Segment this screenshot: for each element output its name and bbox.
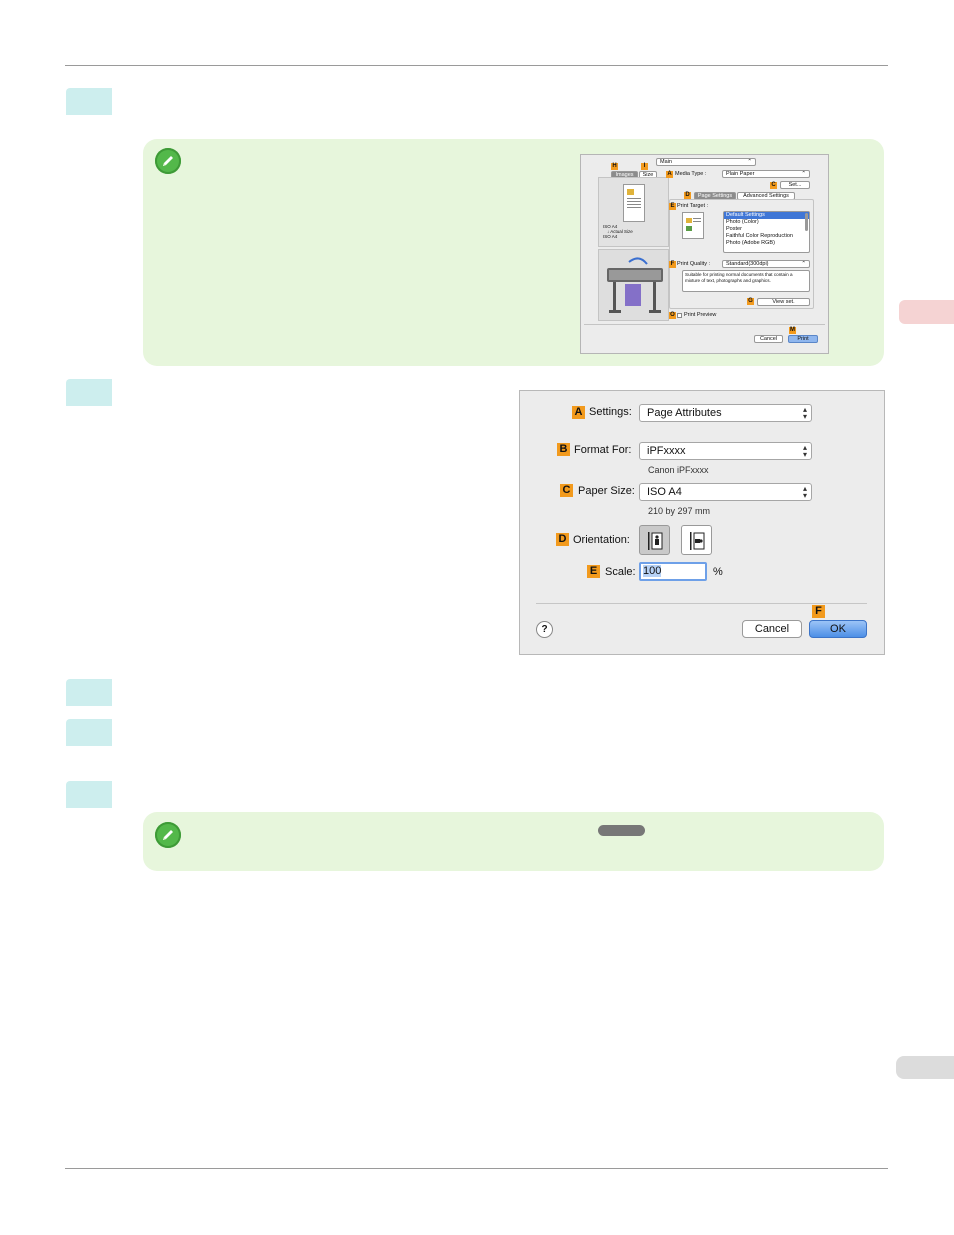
pencil-icon xyxy=(155,822,181,848)
print-target-icon xyxy=(682,212,704,239)
tag-i: I xyxy=(641,163,648,170)
portrait-icon xyxy=(648,532,663,550)
view-set-button[interactable]: View set. xyxy=(757,298,810,306)
step-marker xyxy=(66,719,112,746)
format-for-sub: Canon iPFxxxx xyxy=(648,465,709,475)
tag-h: H xyxy=(611,163,618,170)
tag-a: A xyxy=(572,406,585,419)
list-scrollbar[interactable] xyxy=(805,213,808,231)
key-label xyxy=(598,825,645,836)
print-preview-label: Print Preview xyxy=(684,312,717,318)
print-target-item[interactable]: Faithful Color Reproduction xyxy=(726,233,793,239)
landscape-button[interactable] xyxy=(681,525,712,555)
format-for-select[interactable]: iPFxxxx▴▾ xyxy=(639,442,812,460)
tag-c: C xyxy=(560,484,573,497)
print-target-item[interactable]: Photo (Adobe RGB) xyxy=(726,240,775,246)
tag-g: G xyxy=(747,298,754,305)
ok-button[interactable]: OK xyxy=(809,620,867,638)
set-button[interactable]: Set... xyxy=(780,181,810,189)
paper-info-3: ISO A4 xyxy=(603,234,618,239)
paper-info-2: ↓ Actual Size xyxy=(607,229,633,234)
orientation-label: Orientation: xyxy=(573,534,630,546)
tag-a: A xyxy=(666,171,673,178)
tag-f: F xyxy=(812,605,825,618)
cancel-button[interactable]: Cancel xyxy=(754,335,783,343)
media-type-select[interactable]: Plain Paper⌃ xyxy=(722,170,810,178)
format-for-label: Format For: xyxy=(574,444,632,456)
bottom-rule xyxy=(65,1168,888,1169)
index-tab[interactable] xyxy=(896,1056,954,1079)
settings-label: Settings: xyxy=(589,406,632,418)
paper-size-label: Paper Size: xyxy=(578,485,635,497)
note-box xyxy=(143,812,884,871)
tag-e: E xyxy=(587,565,600,578)
scale-unit: % xyxy=(713,566,723,578)
step-marker xyxy=(66,781,112,808)
dialog-divider xyxy=(584,324,825,325)
print-dialog: Main⌃ H I Images Size ISO A4 ↓ Actual Si… xyxy=(580,154,829,354)
tag-b: B xyxy=(557,443,570,456)
paper-info-1: ISO A4 xyxy=(603,224,618,229)
scale-input[interactable]: 100 xyxy=(639,562,707,581)
tag-d: D xyxy=(556,533,569,546)
page-thumbnail xyxy=(623,184,645,222)
print-target-item[interactable]: Poster xyxy=(726,226,742,232)
step-marker xyxy=(66,379,112,406)
scale-label: Scale: xyxy=(605,566,636,578)
print-quality-select[interactable]: Standard(300dpi)⌃ xyxy=(722,260,810,268)
top-rule xyxy=(65,65,888,66)
settings-panel xyxy=(669,199,814,309)
portrait-button[interactable] xyxy=(639,525,670,555)
scale-value: 100 xyxy=(643,565,662,577)
dialog-divider xyxy=(536,603,867,604)
print-target-item[interactable]: Default Settings xyxy=(724,212,809,219)
print-target-label: Print Target : xyxy=(677,203,709,209)
tag-m: M xyxy=(789,327,796,334)
print-button[interactable]: Print xyxy=(788,335,818,343)
tag-d: D xyxy=(684,192,691,199)
print-target-item[interactable]: Photo (Color) xyxy=(726,219,759,225)
landscape-icon xyxy=(690,532,705,550)
paper-size-sub: 210 by 297 mm xyxy=(648,506,711,516)
description-box: Suitable for printing normal documents t… xyxy=(682,270,810,292)
preview-panel: ISO A4 ↓ Actual Size ISO A4 xyxy=(598,177,669,247)
settings-select[interactable]: Page Attributes▴▾ xyxy=(639,404,812,422)
tag-c: C xyxy=(770,182,777,189)
tag-e: E xyxy=(669,203,676,210)
tag-f: F xyxy=(669,261,676,268)
printer-illustration xyxy=(598,249,669,321)
print-preview-checkbox[interactable] xyxy=(677,313,682,318)
help-button[interactable]: ? xyxy=(536,621,553,638)
chapter-tab[interactable] xyxy=(899,300,954,324)
print-quality-label: Print Quality : xyxy=(677,261,711,267)
presets-menu[interactable]: Main⌃ xyxy=(656,158,756,166)
page-attributes-dialog: A Settings: Page Attributes▴▾ B Format F… xyxy=(519,390,885,655)
tag-o: O xyxy=(669,312,676,319)
step-marker xyxy=(66,88,112,115)
step-marker xyxy=(66,679,112,706)
cancel-button[interactable]: Cancel xyxy=(742,620,802,638)
media-type-label: Media Type : xyxy=(675,171,707,177)
paper-size-select[interactable]: ISO A4▴▾ xyxy=(639,483,812,501)
print-target-list[interactable]: Default Settings Photo (Color) Poster Fa… xyxy=(723,211,810,253)
pencil-icon xyxy=(155,148,181,174)
